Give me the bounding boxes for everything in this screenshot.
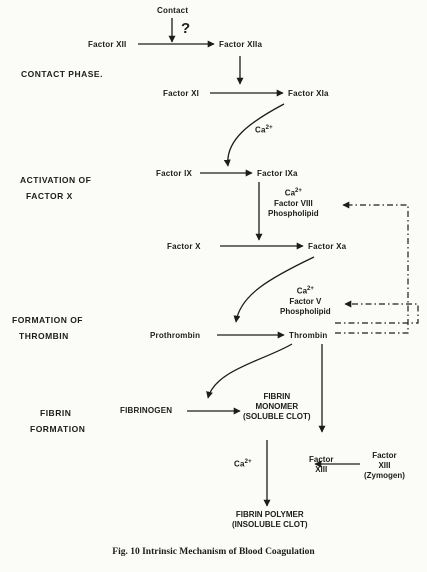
calcium-cofactor-fibrin: Ca2+: [234, 459, 252, 469]
calcium-cofactor-xa: Ca2+: [296, 286, 314, 296]
calcium-cofactor-ixa: Ca2+: [284, 188, 302, 198]
phospholipid-label-xa: Phospholipid: [280, 306, 331, 316]
factor-viii-label: Factor VIII: [273, 198, 313, 208]
phase-contact-label: CONTACT PHASE.: [21, 69, 103, 79]
fibrin-polymer-node: FIBRIN POLYMER (INSOLUBLE CLOT): [232, 510, 308, 529]
unknown-step-question-mark: ?: [181, 20, 191, 37]
factor-xiia-node: Factor XIIa: [219, 40, 263, 49]
factor-ixa-node: Factor IXa: [257, 169, 298, 178]
factor-xia-node: Factor XIa: [288, 89, 329, 98]
ixa-cofactors: Ca2+ Factor VIII Phospholipid: [268, 186, 319, 219]
thrombin-node: Thrombin: [289, 331, 328, 340]
factor-xiii-active-node: Factor XIII: [309, 455, 334, 474]
calcium-cofactor-xia: Ca2+: [255, 125, 273, 135]
factor-xii-node: Factor XII: [88, 40, 127, 49]
xa-catalysis-arrow: [233, 256, 315, 323]
fibrin-monomer-node: FIBRIN MONOMER (SOLUBLE CLOT): [243, 392, 311, 421]
phase-thrombin-label: FORMATION OF THROMBIN: [12, 315, 83, 341]
xia-catalysis-arrow: [223, 103, 285, 167]
factor-xi-node: Factor XI: [163, 89, 200, 98]
factor-x-node: Factor X: [167, 242, 201, 251]
thrombin-catalysis-arrow: [206, 343, 293, 399]
figure-caption: Fig. 10 Intrinsic Mechanism of Blood Coa…: [112, 547, 315, 557]
feedback-thrombin-to-factor-viii: [335, 201, 409, 334]
contact-label: Contact: [157, 6, 189, 15]
phase-activation-label: ACTIVATION OF FACTOR X: [20, 175, 92, 201]
xa-cofactors: Ca2+ Factor V Phospholipid: [280, 284, 331, 317]
phase-fibrin-label: FIBRIN FORMATION: [30, 408, 86, 434]
factor-ix-node: Factor IX: [156, 169, 193, 178]
feedback-thrombin-to-factor-v: [335, 300, 419, 324]
fibrinogen-node: FIBRINOGEN: [120, 406, 173, 415]
factor-v-label: Factor V: [289, 296, 322, 306]
prothrombin-node: Prothrombin: [150, 331, 201, 340]
factor-xiii-zymogen-node: Factor XIII (Zymogen): [364, 451, 405, 480]
phospholipid-label-ixa: Phospholipid: [268, 208, 319, 218]
factor-xa-node: Factor Xa: [308, 242, 347, 251]
